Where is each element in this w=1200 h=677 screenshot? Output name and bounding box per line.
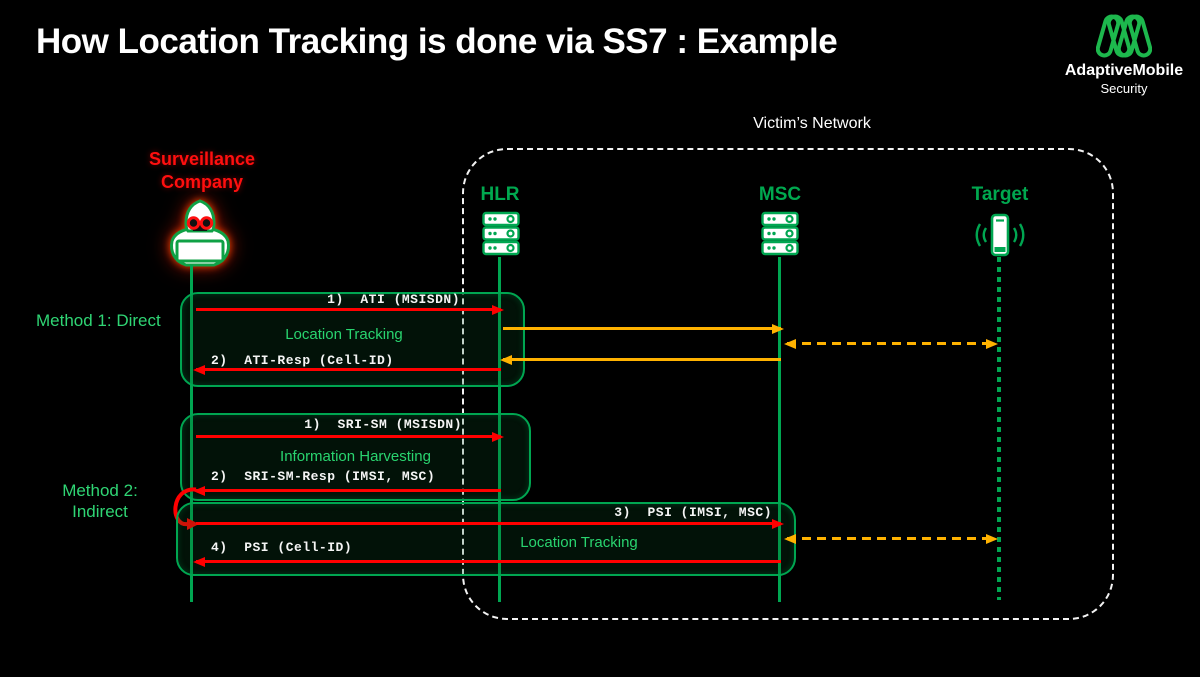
server-icon bbox=[482, 211, 520, 256]
method2-tracking-caption: Location Tracking bbox=[520, 534, 638, 551]
chained-step-curve-arrow bbox=[173, 487, 199, 530]
arrow-psi-request bbox=[196, 518, 784, 529]
message-sri-sm: 1) SRI-SM (MSISDN) bbox=[304, 417, 462, 432]
method2-harvest-box bbox=[180, 413, 531, 501]
arrow-ati-response bbox=[193, 364, 501, 375]
lifeline-target bbox=[997, 257, 1001, 600]
message-ati: 1) ATI (MSISDN) bbox=[327, 292, 460, 307]
arrow-ati-request bbox=[196, 304, 504, 315]
message-psi-resp: 4) PSI (Cell-ID) bbox=[211, 540, 353, 555]
mobile-phone-icon bbox=[975, 213, 1025, 257]
actor-msc-label: MSC bbox=[758, 184, 802, 205]
arrow-msc-target-paging-1 bbox=[784, 338, 998, 349]
arrow-sri-sm-response bbox=[193, 485, 501, 496]
method1-label: Method 1: Direct bbox=[36, 311, 161, 330]
method2-harvest-caption: Information Harvesting bbox=[280, 448, 431, 465]
adaptivemobile-logo-icon bbox=[1096, 14, 1152, 58]
victim-network-label: Victim’s Network bbox=[753, 115, 871, 132]
victim-network-boundary bbox=[462, 148, 1114, 620]
arrow-msc-to-hlr bbox=[500, 354, 781, 365]
message-psi: 3) PSI (IMSI, MSC) bbox=[614, 505, 772, 520]
actor-surveillance-line1: Surveillance bbox=[148, 149, 256, 169]
actor-surveillance-line2: Company bbox=[160, 172, 243, 192]
arrow-hlr-to-msc bbox=[503, 323, 784, 334]
brand-subtitle: Security bbox=[1100, 81, 1148, 96]
method1-activity-caption: Location Tracking bbox=[285, 326, 403, 343]
method1-activity-box bbox=[180, 292, 525, 387]
actor-surveillance-label: Surveillance Company bbox=[127, 148, 277, 194]
method2-tracking-box bbox=[176, 502, 796, 576]
lifeline-msc bbox=[778, 257, 781, 602]
arrow-psi-response bbox=[193, 556, 781, 567]
arrow-sri-sm-request bbox=[196, 431, 504, 442]
hacker-icon bbox=[170, 199, 230, 267]
arrow-msc-target-paging-2 bbox=[784, 533, 998, 544]
message-ati-resp: 2) ATI-Resp (Cell-ID) bbox=[211, 353, 394, 368]
method2-label: Method 2: Indirect bbox=[56, 480, 144, 522]
page-title: How Location Tracking is done via SS7 : … bbox=[36, 22, 838, 61]
brand-name: AdaptiveMobile bbox=[1064, 62, 1184, 79]
lifeline-hlr bbox=[498, 257, 501, 602]
method2-label-line2: Indirect bbox=[72, 502, 128, 521]
actor-hlr-label: HLR bbox=[480, 184, 520, 205]
actor-target-label: Target bbox=[971, 184, 1029, 205]
message-sri-sm-resp: 2) SRI-SM-Resp (IMSI, MSC) bbox=[211, 469, 436, 484]
method2-label-line1: Method 2: bbox=[62, 481, 138, 500]
server-icon bbox=[761, 211, 799, 256]
lifeline-surveillance bbox=[190, 265, 193, 602]
